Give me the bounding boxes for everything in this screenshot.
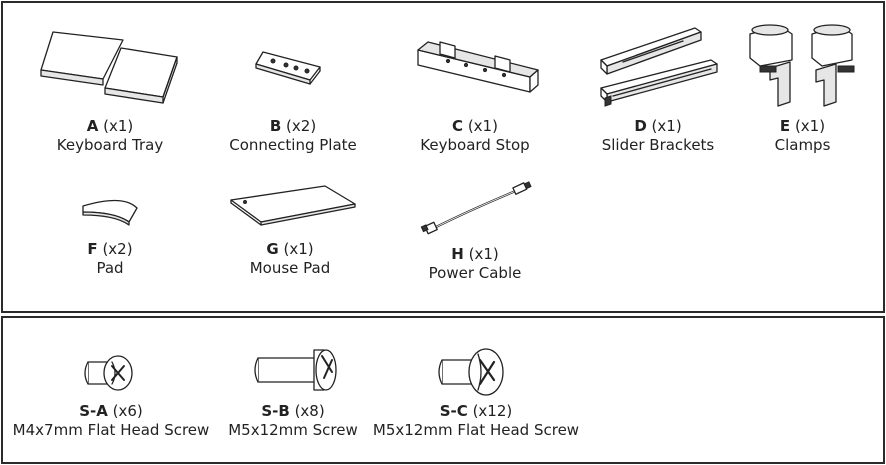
hardware-panel	[1, 316, 885, 464]
connecting-plate-icon	[255, 51, 321, 85]
hardware-s-c: S-C (x12) M5x12mm Flat Head Screw	[370, 338, 582, 440]
part-name: Pad	[96, 259, 124, 277]
part-b: B (x2) Connecting Plate	[218, 22, 368, 155]
flat-head-screw-icon	[84, 355, 133, 391]
part-f: F (x2) Pad	[35, 180, 185, 278]
part-qty: (x1)	[103, 117, 134, 135]
part-letter: H	[451, 245, 464, 263]
part-qty: (x2)	[102, 240, 133, 258]
clamps-icon	[749, 24, 855, 107]
part-e: E (x1) Clamps	[740, 22, 865, 155]
part-letter: F	[87, 240, 98, 258]
screw-icon	[254, 349, 337, 391]
part-name: Power Cable	[428, 264, 522, 282]
part-letter: A	[86, 117, 99, 135]
hardware-qty: (x8)	[294, 402, 325, 420]
part-qty: (x1)	[651, 117, 682, 135]
part-qty: (x1)	[283, 240, 314, 258]
hardware-name: M5x12mm Flat Head Screw	[372, 421, 580, 439]
part-qty: (x1)	[468, 245, 499, 263]
part-h: H (x1) Power Cable	[400, 180, 550, 283]
part-letter: C	[452, 117, 464, 135]
hardware-code: S-B	[261, 402, 290, 420]
hardware-code: S-A	[79, 402, 108, 420]
part-name: Clamps	[774, 136, 831, 154]
part-letter: E	[779, 117, 791, 135]
part-d: D (x1) Slider Brackets	[583, 22, 733, 155]
part-name: Keyboard Tray	[56, 136, 164, 154]
hardware-s-b: S-B (x8) M5x12mm Screw	[218, 338, 368, 440]
hardware-name: M5x12mm Screw	[228, 421, 358, 439]
part-qty: (x2)	[286, 117, 317, 135]
mouse-pad-icon	[230, 185, 356, 226]
hardware-s-a: S-A (x6) M4x7mm Flat Head Screw	[8, 338, 214, 440]
keyboard-stop-icon	[417, 41, 539, 93]
flat-head-screw-icon	[438, 348, 504, 396]
part-name: Connecting Plate	[229, 136, 357, 154]
power-cable-icon	[420, 181, 532, 235]
hardware-code: S-C	[439, 402, 468, 420]
part-qty: (x1)	[794, 117, 826, 135]
part-c: C (x1) Keyboard Stop	[400, 22, 550, 155]
part-letter: B	[269, 117, 282, 135]
part-name: Mouse Pad	[249, 259, 331, 277]
hardware-qty: (x6)	[112, 402, 143, 420]
part-qty: (x1)	[467, 117, 498, 135]
part-g: G (x1) Mouse Pad	[215, 180, 365, 278]
slider-brackets-icon	[600, 27, 718, 107]
hardware-name: M4x7mm Flat Head Screw	[12, 421, 210, 439]
part-name: Slider Brackets	[601, 136, 715, 154]
part-name: Keyboard Stop	[420, 136, 530, 154]
hardware-qty: (x12)	[472, 402, 513, 420]
pad-icon	[82, 199, 138, 226]
keyboard-tray-icon	[40, 31, 178, 104]
part-letter: D	[634, 117, 647, 135]
part-a: A (x1) Keyboard Tray	[35, 22, 185, 155]
part-letter: G	[266, 240, 279, 258]
